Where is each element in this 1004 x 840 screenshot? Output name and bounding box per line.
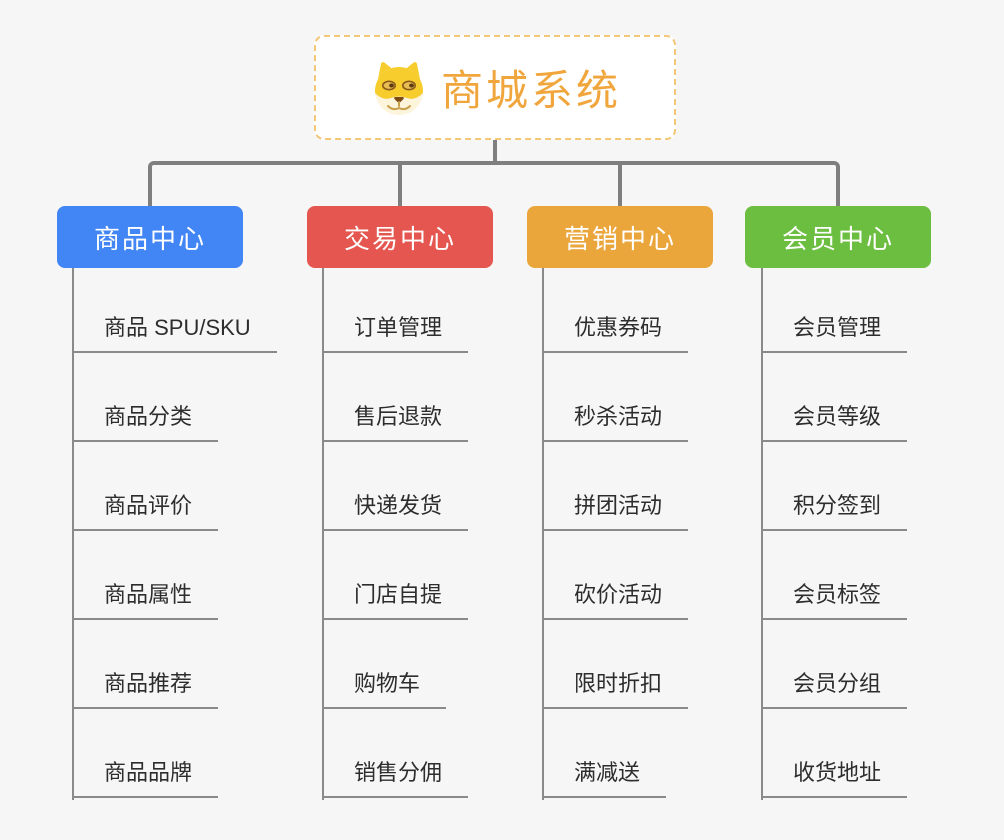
leaf-topic[interactable]: 商品评价 [73,491,219,531]
leaf-column-member: 会员管理 会员等级 积分签到 会员标签 会员分组 收货地址 [761,268,1001,800]
branch-marketing-center[interactable]: 营销中心 [527,206,713,268]
branch-spine [542,268,544,800]
branch-member-center[interactable]: 会员中心 [745,206,931,268]
root-title: 商城系统 [440,67,621,114]
leaf-topic[interactable]: 销售分佣 [323,758,469,798]
leaf-topic[interactable]: 购物车 [323,669,447,709]
leaf-topic[interactable]: 商品属性 [73,580,219,620]
leaf-column-product: 商品 SPU/SKU 商品分类 商品评价 商品属性 商品推荐 商品品牌 [72,268,312,800]
leaf-topic[interactable]: 秒杀活动 [543,402,689,442]
leaf-topic[interactable]: 积分签到 [762,491,908,531]
leaf-topic[interactable]: 商品推荐 [73,669,219,709]
leaf-topic[interactable]: 快递发货 [323,491,469,531]
branch-product-center[interactable]: 商品中心 [57,206,243,268]
leaf-topic[interactable]: 收货地址 [762,758,908,798]
leaf-topic[interactable]: 商品品牌 [73,758,219,798]
leaf-topic[interactable]: 限时折扣 [543,669,689,709]
branch-label: 交易中心 [343,223,456,254]
leaf-column-trade: 订单管理 售后退款 快递发货 门店自提 购物车 销售分佣 [322,268,562,800]
branch-spine [761,268,763,800]
connector-root-stub [493,140,497,163]
leaf-topic[interactable]: 会员等级 [762,402,908,442]
branch-label: 会员中心 [781,223,894,254]
leaf-topic[interactable]: 优惠券码 [543,313,689,353]
leaf-topic[interactable]: 售后退款 [323,402,469,442]
leaf-topic[interactable]: 订单管理 [323,313,469,353]
connector-drop-trade [398,165,402,206]
branch-spine [72,268,74,800]
leaf-topic[interactable]: 会员管理 [762,313,908,353]
connector-drop-marketing [618,165,622,206]
leaf-topic[interactable]: 门店自提 [323,580,469,620]
leaf-topic[interactable]: 会员标签 [762,580,908,620]
leaf-topic[interactable]: 满减送 [543,758,667,798]
leaf-topic[interactable]: 砍价活动 [543,580,689,620]
branch-spine [322,268,324,800]
root-node[interactable]: 商城系统 [314,35,676,140]
leaf-topic[interactable]: 会员分组 [762,669,908,709]
doge-icon [374,61,423,115]
branch-label: 商品中心 [93,223,206,254]
leaf-column-marketing: 优惠券码 秒杀活动 拼团活动 砍价活动 限时折扣 满减送 [542,268,782,800]
branch-trade-center[interactable]: 交易中心 [307,206,493,268]
leaf-topic[interactable]: 拼团活动 [543,491,689,531]
leaf-topic[interactable]: 商品 SPU/SKU [73,313,277,353]
connector-bus [148,161,840,206]
branch-label: 营销中心 [563,223,676,254]
leaf-topic[interactable]: 商品分类 [73,402,219,442]
